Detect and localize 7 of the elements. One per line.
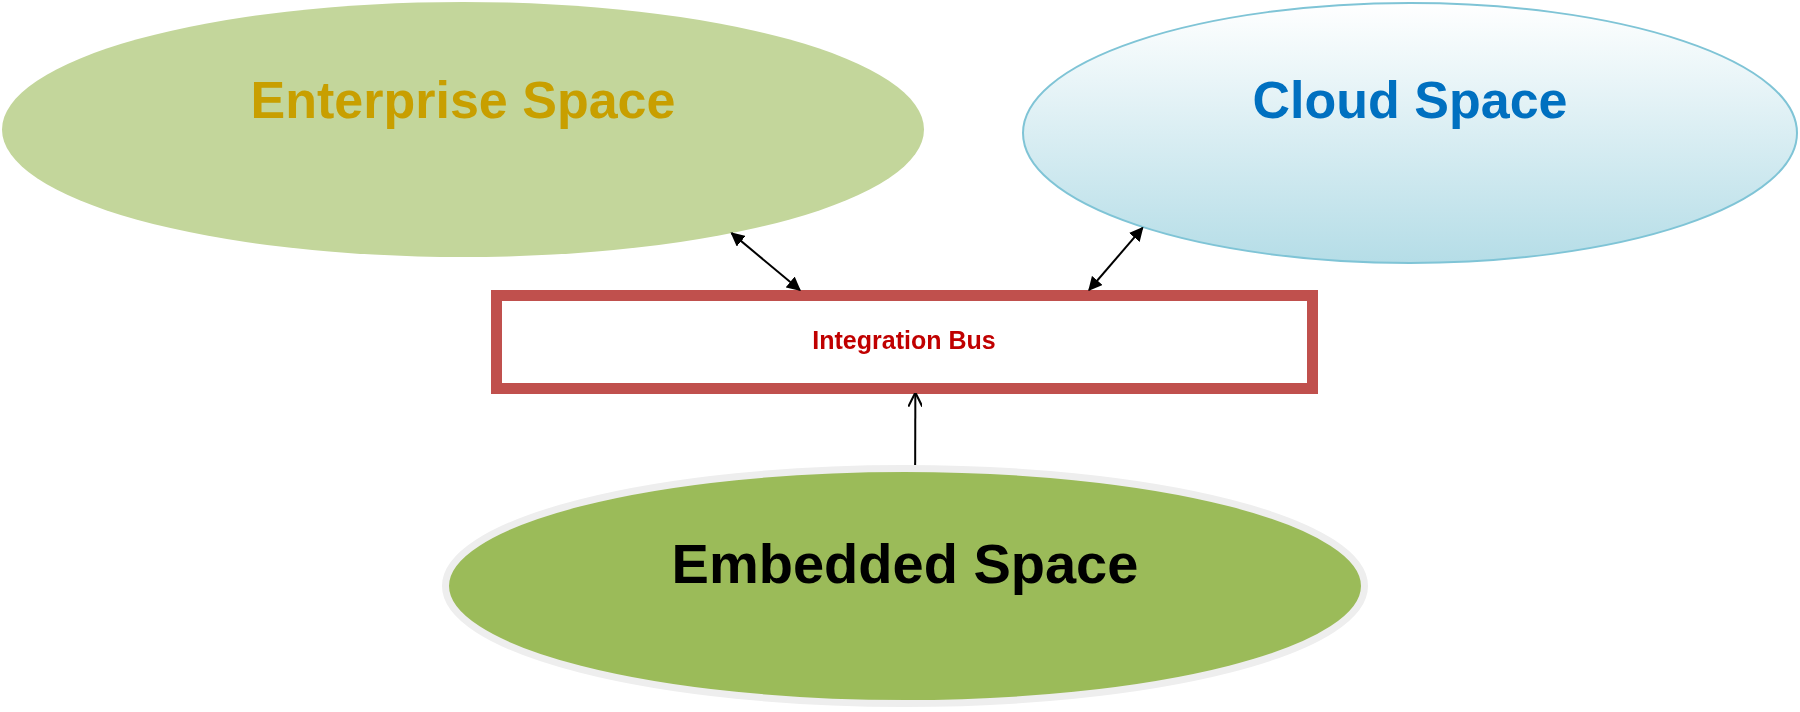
arrow	[907, 391, 924, 467]
node-label: Embedded Space	[671, 530, 1139, 596]
arrow	[1088, 226, 1144, 292]
arrow	[730, 232, 801, 291]
node-label: Enterprise Space	[250, 70, 676, 130]
node-label: Integration Bus	[812, 325, 996, 355]
node-label: Cloud Space	[1252, 70, 1568, 130]
